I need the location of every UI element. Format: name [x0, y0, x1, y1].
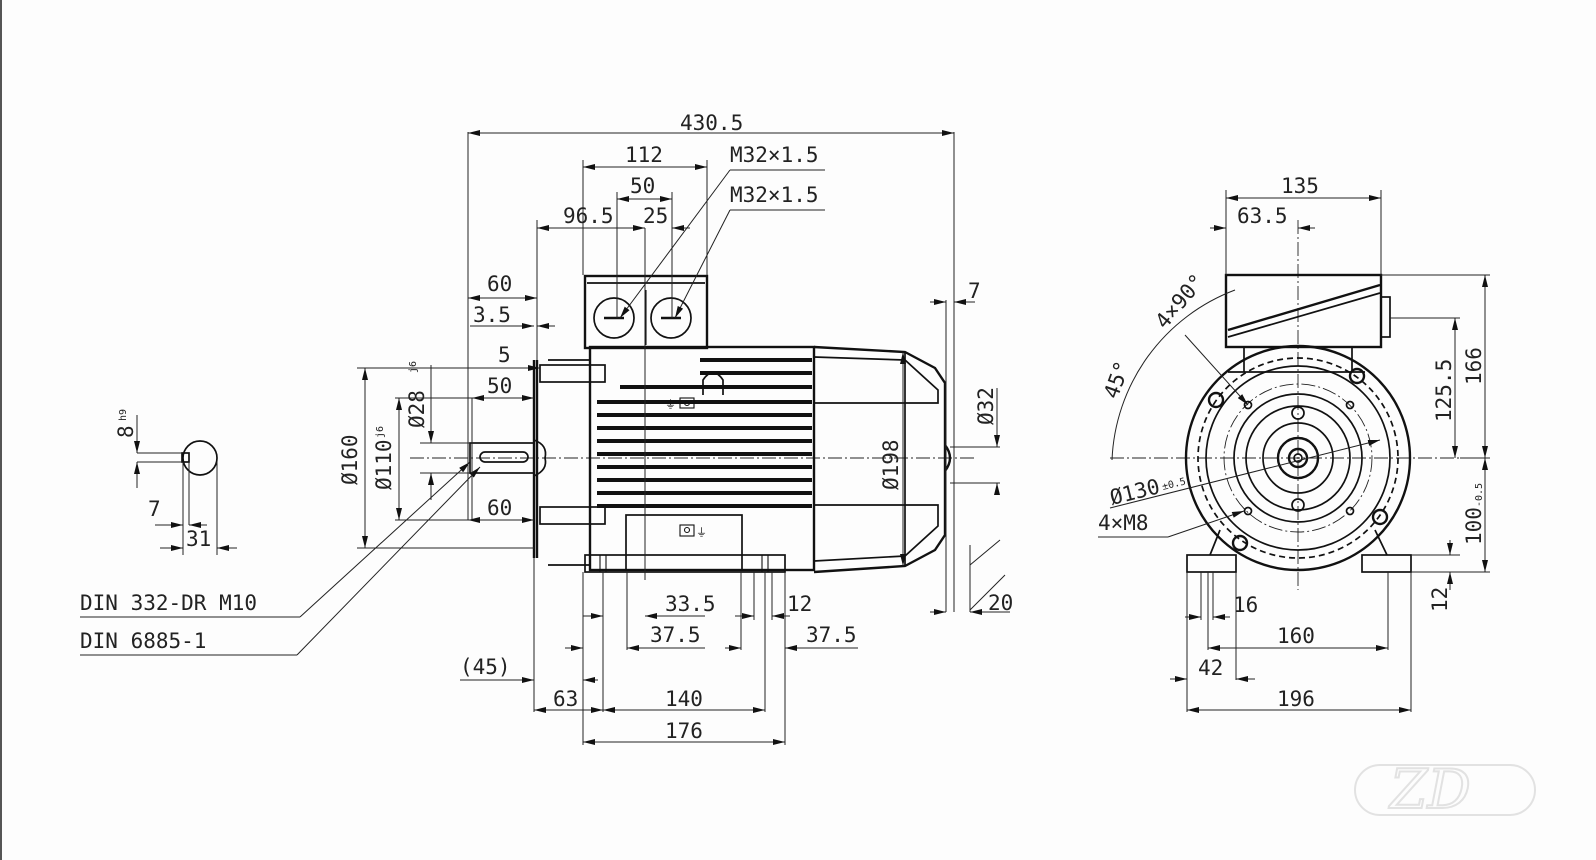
bolt-hole	[1345, 506, 1355, 516]
motor-feet	[584, 554, 786, 573]
box-top-height-label: 166	[1462, 347, 1486, 385]
cooling-fins	[597, 358, 812, 508]
shaft-height-tolerance: -0.5	[1474, 483, 1485, 507]
foot-d-label: 37.5	[806, 623, 857, 647]
foot-a-label: 33.5	[665, 592, 716, 616]
clearance-label: 20	[988, 591, 1013, 615]
flange-diameter-label: Ø160	[338, 434, 362, 485]
end-foot-right	[1361, 554, 1412, 573]
foot-length-label: 176	[665, 719, 703, 743]
end-foot-hole-spacing-label: 160	[1277, 624, 1315, 648]
centre-hole-standard: DIN 332-DR M10	[80, 591, 257, 615]
shaft-diameter-label: Ø28	[405, 390, 429, 428]
gland-thread-2-label: M32×1.5	[730, 183, 819, 207]
key-standard: DIN 6885-1	[80, 629, 206, 653]
shaft-key	[479, 451, 529, 463]
key-width-label: 8	[114, 425, 138, 438]
box-width-label: 135	[1281, 174, 1319, 198]
foot-b-label: 12	[787, 592, 812, 616]
key-offset-label: 60	[487, 496, 512, 520]
foot-terminal	[625, 514, 743, 571]
thread-label: 4×M8	[1098, 511, 1149, 535]
shaft-tolerance: j6	[408, 361, 419, 373]
flange-step-label: 3.5	[473, 303, 511, 327]
gland-thread-1-label: M32×1.5	[730, 143, 819, 167]
key-slot	[181, 452, 190, 463]
end-terminal-box	[1224, 273, 1391, 349]
cable-entry-height-label: 125.5	[1432, 359, 1456, 422]
gland-spacing-label: 50	[630, 174, 655, 198]
foot-c-label: 37.5	[650, 623, 701, 647]
stator-frame	[1184, 344, 1412, 572]
flange-spigot	[1233, 393, 1363, 523]
shaft-length-label: 60	[487, 272, 512, 296]
earth-icon-2: ⏚	[696, 526, 707, 539]
end-foot-left	[1186, 554, 1237, 573]
end-box-offset-label: 63.5	[1237, 204, 1288, 228]
shaft-height-label: 100	[1462, 507, 1486, 545]
gland-offset-label: 25	[643, 204, 668, 228]
frame-border	[0, 0, 2, 860]
foot-slot-label: 16	[1233, 593, 1258, 617]
spigot-tolerance: j6	[375, 426, 386, 438]
terminal-box-width-label: 112	[625, 143, 663, 167]
overall-width-label: 196	[1277, 687, 1315, 711]
key-width-tol: h9	[118, 409, 129, 421]
watermark-text: ZD	[1388, 758, 1471, 821]
bolt-hole	[1243, 400, 1253, 410]
spigot-depth-label: 5	[498, 343, 511, 367]
rear-boss-diameter-label: Ø32	[974, 387, 998, 425]
watermark-logo: ZD	[1354, 757, 1536, 822]
side-dimensions: 430.5 112 50 96.5 25 M32×1.5 M32×1.5 60 …	[338, 111, 1013, 745]
side-view: ⏚ ⏚	[410, 274, 975, 574]
cable-gland-1	[593, 297, 635, 339]
shaft-to-foot-label: (45)	[460, 655, 511, 679]
end-foot-width-label: 42	[1198, 656, 1223, 680]
key-length-label: 50	[487, 374, 512, 398]
earth-icon: ⏚	[665, 398, 676, 411]
overall-length-label: 430.5	[680, 111, 743, 135]
foot-thickness-label: 12	[1428, 587, 1452, 612]
bolt-hole	[1345, 400, 1355, 410]
bolt-start-angle-label: 45°	[1099, 358, 1135, 402]
foot-front-label: 63	[553, 687, 578, 711]
bolt-hole	[1243, 506, 1253, 516]
key-depth-label: 7	[148, 497, 161, 521]
standards-callouts: DIN 332-DR M10 DIN 6885-1	[80, 461, 481, 656]
spigot-diameter-label: Ø110	[372, 439, 396, 490]
terminal-box	[583, 274, 709, 350]
end-dimensions: 135 63.5 4×90° 45° Ø130 ±0.5 4×M8 125.5 …	[1098, 174, 1490, 713]
cable-gland-2	[650, 297, 692, 339]
shaft-section	[182, 440, 218, 476]
shaft-key-height-label: 31	[186, 527, 211, 551]
rear-boss-length-label: 7	[968, 279, 981, 303]
end-view	[1110, 220, 1490, 590]
foot-hole-spacing-label: 140	[665, 687, 703, 711]
lifting-eye	[702, 371, 724, 395]
key-section: 8 h9 7 31	[114, 409, 237, 555]
pcd-tolerance: ±0.5	[1161, 476, 1187, 493]
pcd-label: Ø130	[1107, 474, 1162, 510]
box-offset-label: 96.5	[563, 204, 614, 228]
fan-cover-diameter-label: Ø198	[879, 439, 903, 490]
bolt-angle-label: 4×90°	[1150, 269, 1209, 333]
